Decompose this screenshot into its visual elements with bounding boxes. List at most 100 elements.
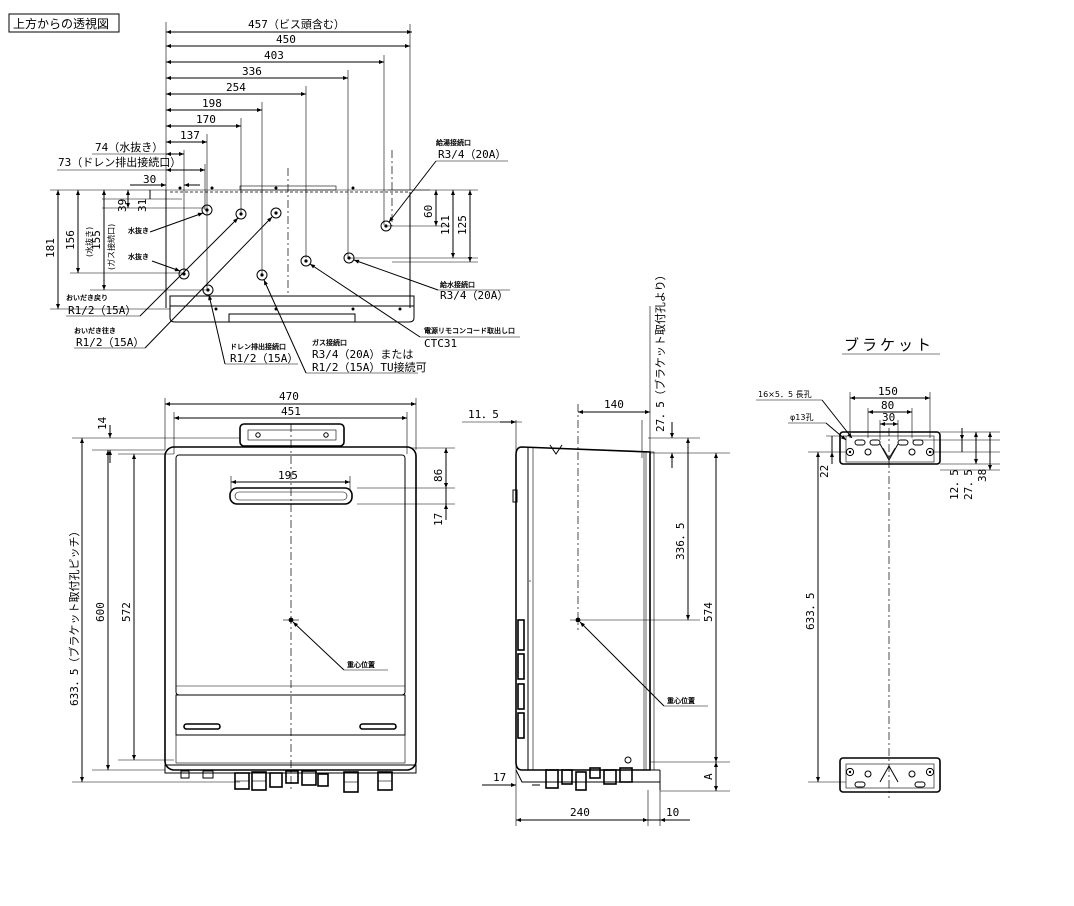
dim-11-5: 11．5 (468, 408, 516, 424)
front-body (164, 423, 417, 790)
svg-text:73（ドレン排出接続口）: 73（ドレン排出接続口） (58, 155, 181, 169)
callout-oidaki-return: おいだき戻り R1/2（15A） (66, 217, 239, 317)
svg-text:633．5: 633．5 (804, 593, 817, 631)
svg-text:156: 156 (64, 230, 77, 250)
svg-text:11．5: 11．5 (468, 408, 499, 421)
dim-17-side: 17 (482, 771, 540, 787)
callout-drain-1: 水抜き (128, 212, 204, 235)
svg-text:80: 80 (881, 399, 894, 412)
dim-74: 74（水抜き） (92, 140, 184, 156)
dim-470: 470 (165, 390, 416, 406)
svg-text:水抜き: 水抜き (128, 252, 149, 261)
svg-text:170: 170 (196, 113, 216, 126)
svg-text:155: 155 (90, 230, 103, 250)
dim-86: 86 (432, 448, 448, 488)
callout-oidaki-out: おいだき往き R1/2（15A） (74, 216, 273, 349)
dim-457: 457（ビス頭含む） (166, 17, 412, 34)
svg-text:給水接続口: 給水接続口 (440, 280, 475, 289)
svg-text:198: 198 (202, 97, 222, 110)
dim-574: 574 (702, 453, 718, 762)
svg-text:140: 140 (604, 398, 624, 411)
dim-240: 240 (516, 806, 648, 822)
svg-text:重心位置: 重心位置 (347, 660, 375, 669)
svg-text:457（ビス頭含む）: 457（ビス頭含む） (248, 17, 345, 31)
svg-text:ドレン排出接続口: ドレン排出接続口 (230, 342, 286, 351)
callout-cog-front: 重心位置 (292, 621, 388, 671)
dim-633-5-bracket: 633．5 (804, 452, 820, 782)
svg-text:おいだき往き: おいだき往き (74, 326, 116, 335)
svg-text:R3/4（20A）: R3/4（20A） (440, 289, 508, 302)
svg-text:150: 150 (878, 385, 898, 398)
svg-text:17: 17 (493, 771, 506, 784)
svg-text:R1/2（15A）: R1/2（15A） (76, 336, 144, 349)
callout-drain-out: ドレン排出接続口 R1/2（15A） (208, 294, 298, 365)
svg-text:R1/2（15A）TU接続可: R1/2（15A）TU接続可 (312, 360, 427, 374)
svg-text:17: 17 (432, 513, 445, 526)
callout-remote: 電源リモコンコード取出し口 CTC31 (309, 263, 520, 350)
svg-text:336: 336 (242, 65, 262, 78)
svg-text:CTC31: CTC31 (424, 337, 457, 350)
dim-17-front: 17 (432, 488, 448, 526)
svg-text:336．5: 336．5 (674, 523, 687, 561)
bracket-top-plate (839, 431, 941, 465)
dim-403: 403 (166, 49, 384, 64)
svg-text:86: 86 (432, 469, 445, 482)
dim-80: 80 (868, 399, 912, 414)
top-outline (165, 150, 415, 323)
svg-text:16×5．5 長孔: 16×5．5 長孔 (758, 390, 812, 399)
dim-12-5: 12．5 (948, 428, 964, 500)
dim-195: 195 (231, 469, 350, 484)
dim-30-bracket: 30 (880, 411, 898, 426)
svg-text:12．5: 12．5 (948, 469, 961, 500)
svg-text:600: 600 (94, 602, 107, 622)
dim-633-5-front: 633．5（ブラケット取付孔ピッチ） (67, 438, 84, 782)
svg-text:R1/2（15A）: R1/2（15A） (230, 352, 298, 365)
svg-text:240: 240 (570, 806, 590, 819)
svg-text:14: 14 (96, 416, 109, 430)
dim-336: 336 (166, 65, 348, 80)
svg-text:31: 31 (136, 199, 149, 212)
svg-text:121: 121 (439, 215, 452, 235)
dim-10: 10 (648, 806, 690, 822)
svg-text:195: 195 (278, 469, 298, 482)
dim-125: 125 (456, 190, 472, 262)
dim-30: 30 (130, 173, 200, 187)
svg-text:水抜き: 水抜き (128, 226, 149, 235)
svg-text:上方からの透視図: 上方からの透視図 (13, 16, 109, 31)
dim-181: 181 (44, 190, 60, 309)
dim-170: 170 (166, 113, 241, 128)
side-body (512, 444, 661, 791)
svg-text:30: 30 (143, 173, 156, 186)
front-fittings (180, 770, 393, 793)
svg-text:403: 403 (264, 49, 284, 62)
callout-cog-side: 重心位置 (579, 621, 708, 707)
svg-text:74（水抜き）: 74（水抜き） (95, 140, 163, 154)
svg-text:(水抜き): (水抜き) (84, 227, 94, 257)
dim-140: 140 (578, 398, 650, 414)
callout-gas: ガス接続口 R3/4（20A）または R1/2（15A）TU接続可 (263, 279, 427, 374)
svg-text:R3/4（20A）: R3/4（20A） (438, 148, 506, 161)
dim-27-5-bracket: 27．5 (962, 432, 978, 500)
callout-hot-supply: 給湯接続口 R3/4（20A） (388, 138, 508, 223)
dim-156: 156 (水抜き) (64, 190, 94, 273)
svg-text:633．5（ブラケット取付孔ピッチ）: 633．5（ブラケット取付孔ピッチ） (67, 526, 81, 707)
dim-450: 450 (166, 33, 410, 48)
svg-text:60: 60 (422, 205, 435, 218)
top-view-title: 上方からの透視図 (8, 13, 120, 33)
dim-137: 137 (166, 129, 207, 144)
svg-text:R3/4（20A）または: R3/4（20A）または (312, 348, 413, 361)
svg-text:451: 451 (281, 405, 301, 418)
svg-text:27．5: 27．5 (962, 469, 975, 500)
connection-ports (178, 204, 392, 296)
svg-text:572: 572 (120, 602, 133, 622)
svg-text:125: 125 (456, 215, 469, 235)
dim-22: 22 (818, 436, 834, 478)
callout-hole: φ13孔 (788, 413, 847, 441)
svg-text:39: 39 (116, 199, 129, 212)
dim-150: 150 (850, 385, 930, 400)
dim-600: 600 (94, 450, 110, 770)
svg-text:(ガス接続口): (ガス接続口) (106, 224, 116, 270)
svg-text:φ13孔: φ13孔 (790, 413, 813, 422)
callout-water-supply: 給水接続口 R3/4（20A） (353, 259, 510, 302)
